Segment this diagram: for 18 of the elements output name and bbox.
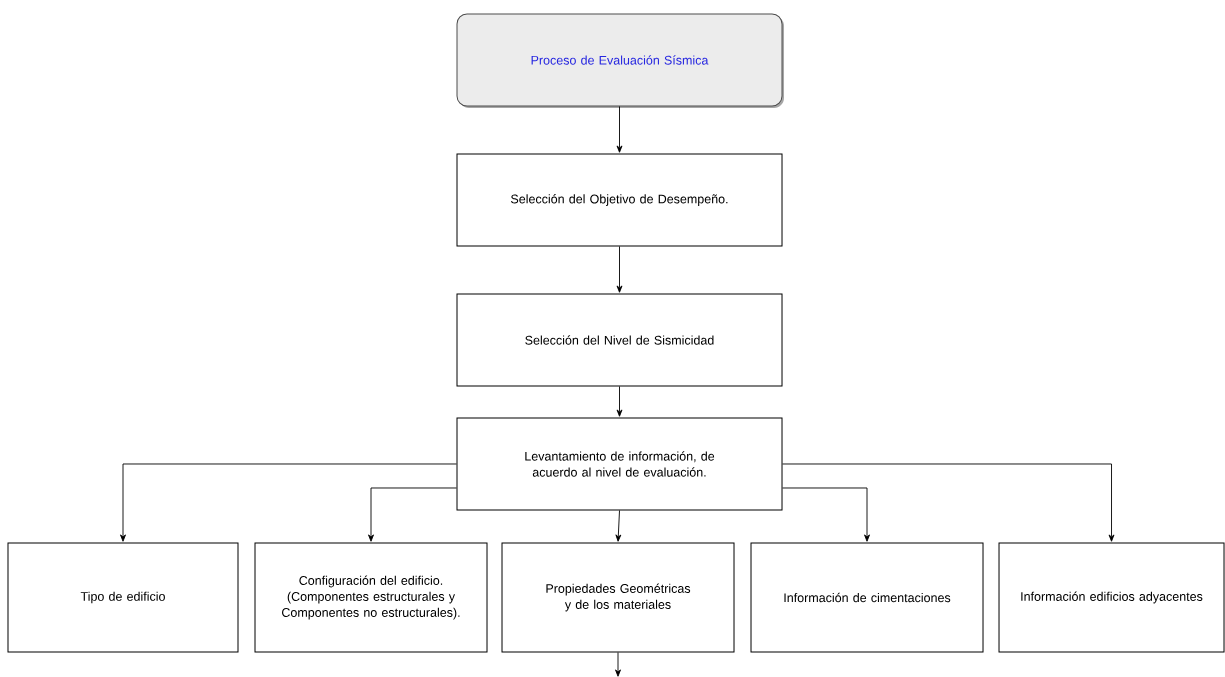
process-box: Configuración del edificio. (Componentes estructurales y Componentes no estructurales). [254,542,488,653]
arrow [615,652,621,677]
process-box: Selección del Nivel de Sismicidad [456,293,783,387]
arrow [616,246,623,293]
start-box: Proceso de Evaluación Sísmica [456,13,784,108]
arrow [368,487,457,542]
process-box: Selección del Objetivo de Desempeño. [456,153,783,247]
process-box: Información edificios adyacentes [998,542,1225,653]
process-box: Tipo de edificio [7,542,239,653]
process-box: Información de cimentaciones [750,542,984,653]
arrow [616,386,623,417]
arrow [616,106,623,153]
arrow [782,487,870,542]
process-box: Propiedades Geométricas y de los materiales [501,542,735,653]
arrow [615,510,622,542]
process-box: Levantamiento de información, de acuerdo al nivel de evaluación. [456,417,783,511]
arrow [120,463,457,542]
arrow [782,463,1115,542]
